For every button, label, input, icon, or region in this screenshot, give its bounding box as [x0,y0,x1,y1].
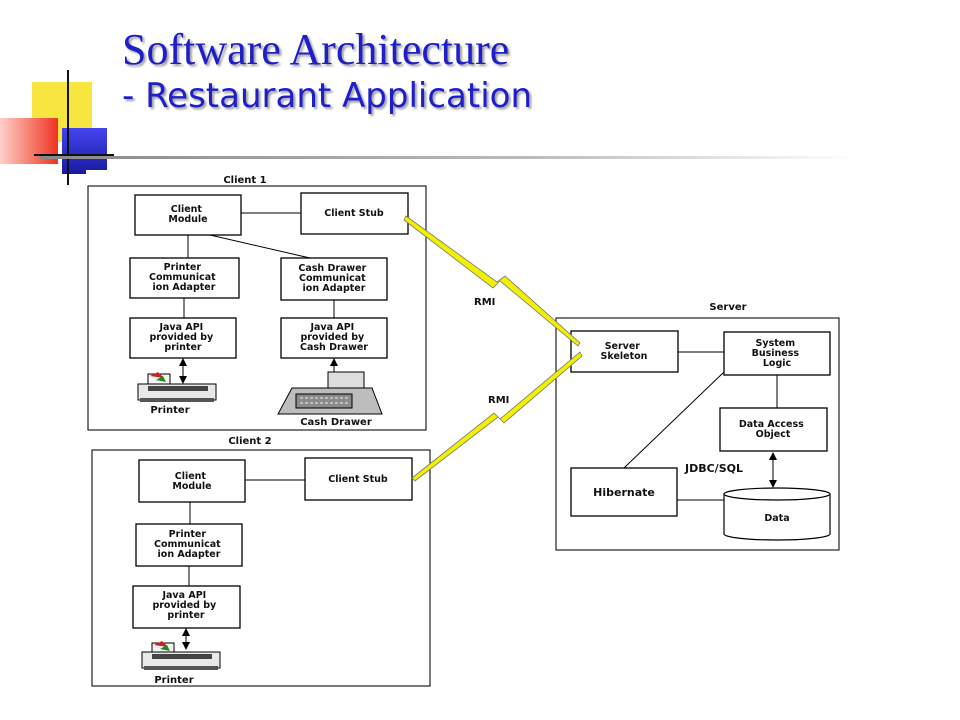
client2-printer-adapter-label: Printer Communicat ion Adapter [154,529,224,560]
rmi-label-upper: RMI [474,297,495,308]
client2-printer-arrow [182,628,190,650]
client2-module-label: Client Module [172,471,211,492]
cash-drawer-icon [277,371,383,415]
rmi-lightning-lower [411,351,583,482]
jdbc-label: JDBC/SQL [684,462,743,475]
deco-horizontal-line [34,154,114,156]
client1-printer-api-box [129,317,237,359]
title-line-2: - Restaurant Application [122,76,532,116]
client1-printer-caption: Printer [150,405,189,416]
logic-hibernate-line [623,371,725,469]
client2-printer-api-label: Java API provided by printer [152,590,219,621]
rmi-label-lower: RMI [488,395,509,406]
slide-title: Software Architecture - Restaurant Appli… [122,26,532,118]
server-skeleton-box [570,330,679,373]
client1-stub-label: Client Stub [324,208,384,219]
client2-label: Client 2 [228,436,271,447]
client1-module-label: Client Module [168,204,207,225]
client1-printer-adapter-box [129,257,240,299]
title-line-1: Software Architecture [122,25,510,74]
data-label: Data [764,513,789,524]
dao-data-arrow [769,452,777,488]
dao-box [719,407,828,452]
hibernate-label: Hibernate [593,486,655,499]
deco-vertical-line [67,70,69,185]
client2-printer-adapter-box [135,523,243,567]
server-skeleton-label: Server Skeleton [601,341,648,362]
client1-printer-arrow [179,358,187,384]
client2-module-box [138,459,246,503]
deco-blue-square [62,128,107,174]
client1-printer-icon [137,372,217,402]
dao-label: Data Access Object [739,419,807,440]
client1-label: Client 1 [223,175,266,186]
client1-stub-box [300,192,409,235]
rmi-lightning-upper [403,215,581,347]
client2-stub-box [304,457,413,501]
client2-printer-api-box [132,585,241,629]
client2-printer-icon [141,641,221,670]
client1-cash-adapter-label: Cash Drawer Communicat ion Adapter [298,263,369,294]
server-label: Server [709,302,746,313]
business-logic-label: System Business Logic [752,338,803,369]
client1-printer-adapter-label: Printer Communicat ion Adapter [149,262,219,293]
hibernate-box [570,467,678,517]
title-rule [40,156,860,159]
client1-cash-api-label: Java API provided by Cash Drawer [300,322,368,353]
cash-drawer-caption: Cash Drawer [300,417,372,428]
client2-stub-label: Client Stub [328,474,388,485]
client1-module-box [134,194,242,236]
client1-module-cash-line [209,234,311,259]
client1-printer-api-label: Java API provided by printer [149,322,216,353]
client2-printer-caption: Printer [154,675,193,686]
data-cylinder [723,487,831,541]
